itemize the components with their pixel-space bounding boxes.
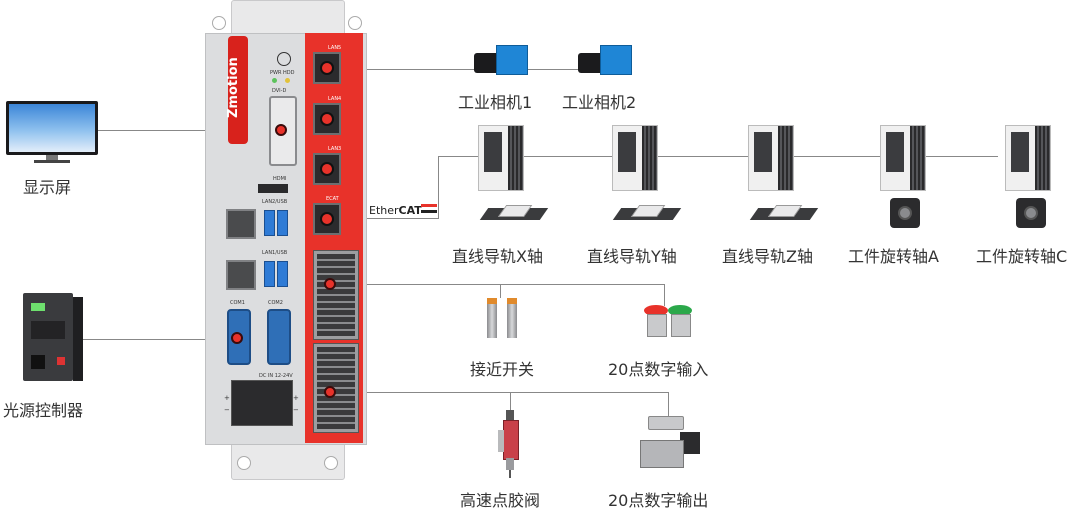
line-dout <box>330 392 668 393</box>
line-dout-sol <box>668 392 669 416</box>
output-connection-dot <box>324 386 336 398</box>
dc-minus-right: − <box>293 406 299 414</box>
line-ecat-h <box>338 218 438 219</box>
lan4-label: LAN4 <box>328 96 342 102</box>
dc-plus-right: + <box>293 394 299 402</box>
dc-terminal <box>231 380 293 426</box>
ethercat-arrow-icon <box>421 204 437 207</box>
line-din-btn <box>664 284 665 306</box>
dc-minus-left: − <box>224 406 230 414</box>
lan1usb-label: LAN1/USB <box>262 250 288 256</box>
pwr-led <box>272 78 277 83</box>
lan2usb-label: LAN2/USB <box>262 199 288 205</box>
com1-label: COM1 <box>230 300 245 306</box>
label-dispensing-valve: 高速点胶阀 <box>460 491 541 510</box>
proximity-switch-icon <box>487 298 497 338</box>
hdd-led <box>285 78 290 83</box>
usb-port <box>277 210 288 236</box>
label-proximity-switch: 接近开关 <box>470 360 535 379</box>
line-light <box>82 339 234 340</box>
line-din <box>330 284 664 285</box>
mount-hole <box>348 16 362 30</box>
ethercat-logo: EtherCAT <box>369 204 422 217</box>
label-axis-a: 工件旋转轴A <box>848 247 939 266</box>
hdmi-port <box>258 184 288 193</box>
brand-stripe <box>228 36 248 144</box>
line-ecat-v <box>438 156 439 219</box>
ethercat-ether: Ether <box>369 204 399 217</box>
com1-connection-dot <box>231 332 243 344</box>
input-connection-dot <box>324 278 336 290</box>
push-button-icon <box>668 305 692 337</box>
mount-hole <box>212 16 226 30</box>
line-ecat-bus <box>438 156 998 157</box>
line-din-prox <box>500 284 501 298</box>
ethercat-arrow-icon <box>421 210 437 213</box>
label-camera-1: 工业相机1 <box>458 93 533 112</box>
lan5-label: LAN5 <box>328 45 342 51</box>
ecat-label: ECAT <box>326 196 339 202</box>
servo-motor-icon <box>1016 198 1046 228</box>
line-dout-valve <box>510 392 511 410</box>
io-terminal-output <box>313 343 359 433</box>
push-button-icon <box>644 305 668 337</box>
label-axis-z: 直线导轨Z轴 <box>722 247 813 266</box>
label-axis-c: 工件旋转轴C <box>976 247 1068 266</box>
usb-port <box>264 261 275 287</box>
solenoid-valve-icon <box>640 416 702 470</box>
lan4-port <box>313 103 341 135</box>
label-axis-y: 直线导轨Y轴 <box>587 247 677 266</box>
servo-drive-icon <box>880 125 926 191</box>
com1-port <box>227 309 251 365</box>
camera-icon <box>578 45 632 81</box>
brand-logo: Zmotion <box>226 57 241 118</box>
linear-rail-icon <box>612 205 682 220</box>
proximity-switch-icon <box>507 298 517 338</box>
servo-drive-icon <box>612 125 658 191</box>
lan3-label: LAN3 <box>328 146 342 152</box>
linear-rail-icon <box>479 205 549 220</box>
label-digital-input: 20点数字输入 <box>608 360 709 379</box>
servo-motor-icon <box>890 198 920 228</box>
line-display <box>97 130 273 131</box>
usb-port <box>277 261 288 287</box>
dc-label: DC IN 12-24V <box>259 373 293 379</box>
dc-plus-left: + <box>224 394 230 402</box>
io-terminal-input <box>313 250 359 340</box>
line-cameras <box>338 69 478 70</box>
lan1-port <box>226 260 256 290</box>
label-digital-output: 20点数字输出 <box>608 491 709 510</box>
linear-rail-icon <box>749 205 819 220</box>
hdd-label: HDD <box>283 70 295 76</box>
servo-drive-icon <box>1005 125 1051 191</box>
hdmi-label: HDMI <box>273 176 287 182</box>
label-camera-2: 工业相机2 <box>562 93 637 112</box>
lan5-port <box>313 52 341 84</box>
label-axis-x: 直线导轨X轴 <box>452 247 543 266</box>
camera-icon <box>474 45 528 81</box>
mount-hole <box>237 456 251 470</box>
usb-port <box>264 210 275 236</box>
dvi-label: DVI-D <box>272 88 287 94</box>
dvi-connection-dot <box>275 124 287 136</box>
lan3-port <box>313 153 341 185</box>
servo-drive-icon <box>478 125 524 191</box>
mount-hole <box>324 456 338 470</box>
monitor-icon <box>6 101 98 163</box>
com2-label: COM2 <box>268 300 283 306</box>
light-controller-icon <box>23 293 83 381</box>
com2-port <box>267 309 291 365</box>
label-light-controller: 光源控制器 <box>3 401 84 420</box>
pwr-label: PWR <box>270 70 282 76</box>
line-camera-link <box>528 69 580 70</box>
label-display: 显示屏 <box>23 178 72 197</box>
ethercat-cat: CAT <box>398 204 422 217</box>
lan2-port <box>226 209 256 239</box>
servo-drive-icon <box>748 125 794 191</box>
dispensing-valve-icon <box>496 410 524 478</box>
ecat-port <box>313 203 341 235</box>
power-icon <box>277 52 291 66</box>
